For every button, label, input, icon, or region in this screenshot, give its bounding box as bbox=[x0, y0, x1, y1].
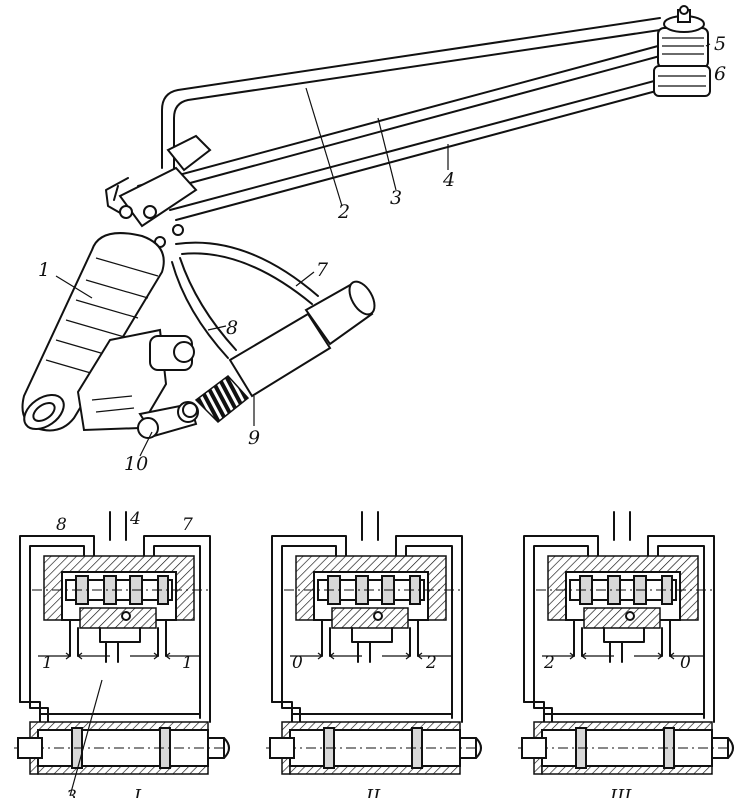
callout-1: 1 bbox=[38, 259, 50, 281]
scheme-1-callout-3: 3 bbox=[66, 787, 77, 798]
hose-lines-7-8 bbox=[171, 241, 319, 359]
scheme-2: 0 2 II bbox=[265, 511, 487, 803]
callout-5: 5 bbox=[714, 33, 726, 55]
callout-10: 10 bbox=[124, 453, 148, 475]
scheme-1-gap-left: 1 bbox=[42, 653, 53, 673]
callout-6: 6 bbox=[714, 63, 726, 85]
scheme-3-roman: III bbox=[609, 786, 632, 798]
steering-booster-housing bbox=[21, 232, 165, 432]
scheme-1-callout-7: 7 bbox=[182, 515, 193, 535]
scheme-1: 1 1 8 4 7 3 I bbox=[13, 509, 235, 803]
pump-tank bbox=[653, 5, 711, 97]
steering-column bbox=[118, 134, 212, 248]
scheme-2-gap-left: 0 bbox=[292, 653, 303, 673]
leader-lines bbox=[55, 43, 711, 457]
hydraulic-lines bbox=[105, 17, 661, 221]
scheme-3: 2 0 III bbox=[517, 511, 739, 803]
scheme-1-roman: I bbox=[133, 786, 142, 798]
power-cylinder bbox=[182, 280, 376, 424]
scheme-3-gap-left: 2 bbox=[543, 653, 555, 673]
callout-8: 8 bbox=[226, 317, 238, 339]
scheme-2-roman: II bbox=[365, 786, 381, 798]
scheme-2-gap-right: 2 bbox=[425, 653, 437, 673]
scheme-1-callout-4: 4 bbox=[129, 509, 141, 529]
callout-labels: 1 2 3 4 5 6 7 8 9 10 bbox=[38, 33, 726, 475]
callout-4: 4 bbox=[442, 169, 455, 191]
callout-7: 7 bbox=[316, 259, 329, 281]
scheme-1-callout-8: 8 bbox=[56, 515, 67, 535]
scheme-1-gap-right: 1 bbox=[182, 653, 193, 673]
callout-2: 2 bbox=[337, 201, 350, 223]
callout-3: 3 bbox=[390, 187, 402, 209]
scheme-3-gap-right: 0 bbox=[680, 653, 691, 673]
callout-9: 9 bbox=[248, 427, 260, 449]
